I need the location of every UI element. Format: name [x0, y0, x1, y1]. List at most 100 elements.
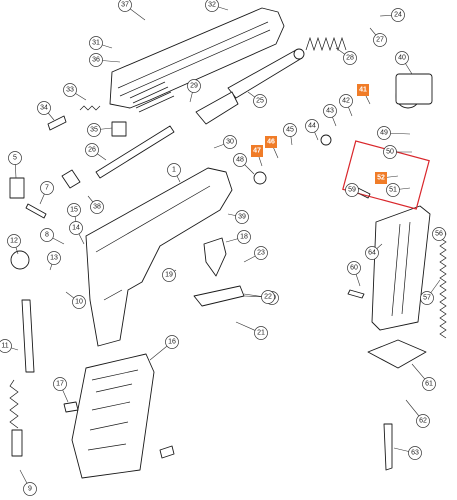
callout-number: 49 [380, 130, 388, 137]
callout-26: 26 [85, 143, 107, 161]
callout-10: 10 [65, 291, 86, 309]
callout-39: 39 [227, 210, 249, 224]
callout-number: 23 [257, 250, 265, 257]
callout-38: 38 [87, 195, 104, 214]
callout-number: 11 [1, 343, 8, 350]
callout-30: 30 [213, 135, 237, 149]
callout-circle [432, 227, 446, 241]
callout-number: 43 [326, 108, 334, 115]
callout-56: 56 [432, 227, 447, 241]
callout-number: 21 [257, 330, 265, 337]
callout-number: 59 [348, 187, 356, 194]
callout-number: 45 [286, 127, 294, 134]
callout-number: 37 [121, 2, 129, 9]
callout-27: 27 [369, 27, 387, 47]
callout-7: 7 [39, 181, 54, 205]
callout-number: 19 [165, 272, 173, 279]
callout-circle [386, 183, 400, 197]
callout-44: 44 [305, 119, 319, 141]
callout-circle [339, 94, 353, 108]
callout-34: 34 [37, 101, 55, 121]
slide [109, 7, 285, 109]
callout-circle [233, 153, 247, 167]
callout-circle [89, 36, 103, 50]
callout-62: 62 [405, 399, 430, 428]
callout-circle [253, 94, 267, 108]
callout-circle [165, 335, 179, 349]
callout-number: 26 [88, 147, 96, 154]
callout-number: 18 [240, 234, 248, 241]
callout-1: 1 [167, 163, 181, 183]
callout-15: 15 [67, 203, 81, 223]
callout-number: 14 [72, 225, 80, 232]
callout-number: 42 [342, 98, 350, 105]
callout-number: 8 [45, 232, 49, 239]
callout-circle [67, 203, 81, 217]
callout-16: 16 [149, 335, 179, 361]
callout-number: 16 [168, 339, 176, 346]
callout-number: 9 [28, 486, 32, 493]
callout-14: 14 [69, 221, 85, 245]
callout-circle [47, 251, 61, 265]
callout-60: 60 [347, 261, 361, 287]
callout-circle [235, 210, 249, 224]
callout-35: 35 [87, 123, 113, 137]
callout-40: 40 [395, 51, 413, 75]
callout-number: 46 [267, 139, 275, 146]
callout-59: 59 [345, 183, 365, 197]
callout-number: 24 [394, 12, 402, 19]
callout-13: 13 [47, 251, 61, 271]
parts-drawing [9, 7, 447, 479]
callout-circle [261, 290, 275, 304]
callout-50: 50 [383, 145, 412, 159]
grip-panel [71, 353, 155, 479]
callout-52: 52 [375, 172, 399, 184]
callout-number: 31 [92, 40, 100, 47]
magazine [371, 205, 431, 331]
callout-32: 32 [205, 0, 229, 12]
callout-number: 44 [308, 123, 316, 130]
callout-12: 12 [7, 234, 21, 255]
callout-number: 7 [45, 185, 49, 192]
recoil-spring [305, 36, 347, 52]
callout-circle [343, 51, 357, 65]
callout-22: 22 [243, 290, 275, 304]
callout-highlight-badge [265, 136, 277, 148]
callout-number: 28 [346, 55, 354, 62]
callout-64: 64 [365, 243, 383, 260]
callout-number: 51 [389, 187, 397, 194]
callout-number: 62 [419, 418, 427, 425]
callout-29: 29 [187, 79, 201, 103]
callout-number: 13 [50, 255, 58, 262]
callout-circle [391, 8, 405, 22]
callout-number: 22 [264, 294, 272, 301]
callout-circle [420, 291, 434, 305]
callout-number: 48 [236, 157, 244, 164]
callout-number: 38 [93, 204, 101, 211]
callout-number: 41 [359, 87, 367, 94]
callout-circle [373, 33, 387, 47]
callout-number: 63 [411, 450, 419, 457]
callout-51: 51 [386, 183, 411, 197]
callout-11: 11 [0, 339, 19, 353]
callout-number: 56 [435, 231, 443, 238]
callout-circle [85, 143, 99, 157]
callout-circle [72, 295, 86, 309]
callout-number: 15 [70, 207, 78, 214]
callout-number: 12 [10, 238, 18, 245]
callout-circle [0, 339, 12, 353]
callout-circle [162, 268, 176, 282]
callout-49: 49 [377, 126, 411, 140]
callout-circle [383, 145, 397, 159]
callout-48: 48 [233, 153, 255, 175]
callout-8: 8 [40, 228, 65, 245]
callout-24: 24 [379, 8, 405, 22]
callout-number: 30 [226, 139, 234, 146]
callout-number: 35 [90, 127, 98, 134]
callout-circle [167, 163, 181, 177]
callout-number: 47 [253, 148, 261, 155]
callout-number: 29 [190, 83, 198, 90]
callout-19: 19 [162, 268, 177, 282]
